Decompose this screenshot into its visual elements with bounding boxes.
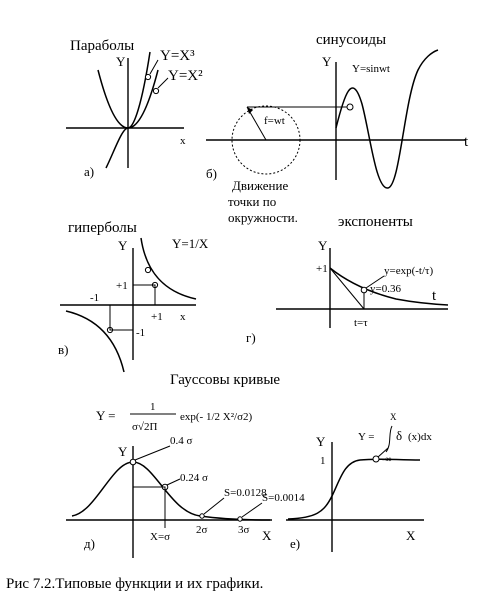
- panel-g-letter: г): [246, 330, 256, 345]
- panel-b-angle-label: f=wt: [264, 115, 285, 127]
- panel-v-letter: в): [58, 342, 68, 357]
- panel-g-y-label: Y: [318, 238, 328, 253]
- panel-d-formula-lhs: Y =: [96, 408, 116, 423]
- panel-a-y-label: Y: [116, 54, 126, 69]
- panel-b-title: синусоиды: [316, 32, 386, 48]
- panel-b-note-2: точки по: [228, 194, 276, 209]
- panel-g-curve-label: y=exp(-t/τ): [384, 265, 433, 277]
- panel-b-sine-curve: [335, 49, 439, 189]
- panel-b-sinusoids: синусоиды f=wt Y t Y=sinwt б) Движение т…: [206, 32, 469, 225]
- panel-e-integrand: (x)dx: [408, 431, 432, 443]
- panel-v-y-label: Y: [118, 238, 128, 253]
- panel-d-peak-point: [129, 458, 137, 466]
- panel-d-mid-label: 0.24 σ: [180, 472, 208, 484]
- panel-v-tick-y-neg: -1: [136, 327, 145, 339]
- panel-d-peak-label: 0.4 σ: [170, 435, 193, 447]
- panel-d-3sigma-point: [237, 516, 243, 522]
- panel-a-letter: а): [84, 164, 94, 179]
- panel-e-integral-lower: -∞: [382, 454, 391, 464]
- panel-a-x-label: x: [180, 135, 186, 147]
- panel-v-branch-negative: [65, 310, 125, 373]
- panel-e-point: [372, 455, 380, 463]
- panel-v-curve-label: Y=1/X: [172, 236, 209, 251]
- panel-v-hyperbolas: гиперболы Y x Y=1/X +1 +1 -1 -1 в): [58, 220, 209, 373]
- panel-b-note-1: Движение: [232, 178, 288, 193]
- panel-a-cubic-point: [144, 73, 152, 81]
- panel-a-cubic-leader: [149, 59, 159, 75]
- panel-d-y-label: Y: [118, 444, 128, 459]
- panel-d-bell-curve: [71, 461, 271, 521]
- panel-e-formula-lhs: Y =: [358, 431, 375, 443]
- panel-g-exponential: экспоненты Y t +1 y=exp(-t/τ) y=0.36 t=τ…: [246, 214, 449, 345]
- panel-b-note-3: окружности.: [228, 210, 298, 225]
- panel-d-tick-2s: 2σ: [196, 524, 208, 536]
- panel-a-square-label: Y=X²: [168, 68, 203, 84]
- panel-d-x-label: X: [262, 528, 272, 543]
- panel-v-neg-guide: [109, 305, 133, 331]
- panel-d-tick-x1: X=σ: [150, 531, 170, 543]
- panel-b-t-label: t: [464, 134, 469, 150]
- panel-e-x-label: X: [406, 528, 416, 543]
- panel-d-tick-3s: 3σ: [238, 524, 250, 536]
- panel-v-tick-x-pos: +1: [151, 311, 163, 323]
- panel-g-value-label: y=0.36: [370, 283, 401, 295]
- panel-d-peak-leader: [134, 445, 171, 461]
- panel-d-title: Гауссовы кривые: [170, 372, 280, 388]
- panel-v-branch-positive: [140, 237, 197, 300]
- panel-v-x-label: x: [180, 311, 186, 323]
- panel-b-point: [346, 103, 354, 111]
- panel-d-area2-leader: [241, 502, 263, 518]
- panel-e-leader: [377, 447, 389, 458]
- panel-d-sigma-guide: [133, 486, 166, 520]
- panel-g-tangent: [329, 267, 365, 310]
- panel-g-title: экспоненты: [338, 214, 413, 230]
- panel-g-t-mark: t=τ: [354, 317, 368, 329]
- panel-a-title: Параболы: [70, 38, 134, 54]
- panel-d-formula-exp: exp(- 1/2 X²/σ2): [180, 411, 252, 423]
- panel-g-t-label: t: [432, 288, 437, 304]
- panel-d-formula-numerator: 1: [150, 401, 156, 413]
- panel-a-parabolas: Параболы Y x Y=X³ Y=X² а): [66, 38, 203, 179]
- panel-v-tick-x-neg: -1: [90, 292, 99, 304]
- panel-e-letter: е): [290, 536, 300, 551]
- panel-e-y-label: Y: [316, 434, 326, 449]
- panel-b-y-label: Y: [322, 54, 332, 69]
- panel-a-square-point: [152, 87, 160, 95]
- panel-g-point: [360, 286, 368, 294]
- panel-g-leader: [365, 275, 385, 289]
- panel-d-gaussian: Гауссовы кривые Y = 1 σ√2Π exp(- 1/2 X²/…: [66, 372, 305, 558]
- panel-e-integral-sign: [385, 425, 393, 453]
- panel-d-area1-leader: [203, 497, 225, 515]
- panel-b-curve-label: Y=sinwt: [352, 63, 390, 75]
- panel-d-sigma-leader: [166, 478, 181, 486]
- panel-v-point-upper: [144, 266, 152, 274]
- panel-b-letter: б): [206, 166, 217, 181]
- panel-g-tick-y: +1: [316, 263, 328, 275]
- panel-a-cubic-curve: [105, 51, 151, 169]
- figure-caption: Рис 7.2.Типовые функции и их графики.: [6, 576, 263, 592]
- panel-d-2sigma-point: [199, 513, 205, 519]
- panel-v-tick-y-pos: +1: [116, 280, 128, 292]
- panel-e-cdf-curve: [287, 458, 421, 520]
- panel-v-unit-guide: [133, 284, 156, 305]
- panel-g-exp-curve: [329, 267, 449, 306]
- panel-a-cubic-label: Y=X³: [160, 48, 195, 64]
- panel-e-tick-y: 1: [320, 455, 326, 467]
- panel-b-radius-arrow: [247, 107, 253, 114]
- panel-d-formula-denominator: σ√2Π: [132, 421, 157, 433]
- panel-d-area2-label: S=0.0014: [262, 492, 305, 504]
- panel-e-integral: Y X 1 Y = X -∞ δ (x)dx е): [286, 412, 432, 552]
- panel-d-letter: д): [84, 536, 95, 551]
- panel-d-area1-label: S=0.0128: [224, 487, 267, 499]
- panel-e-integral-upper: X: [390, 412, 397, 422]
- panel-v-title: гиперболы: [68, 220, 137, 236]
- panel-e-delta-glyph: δ: [396, 428, 402, 443]
- panel-a-square-leader: [157, 77, 169, 89]
